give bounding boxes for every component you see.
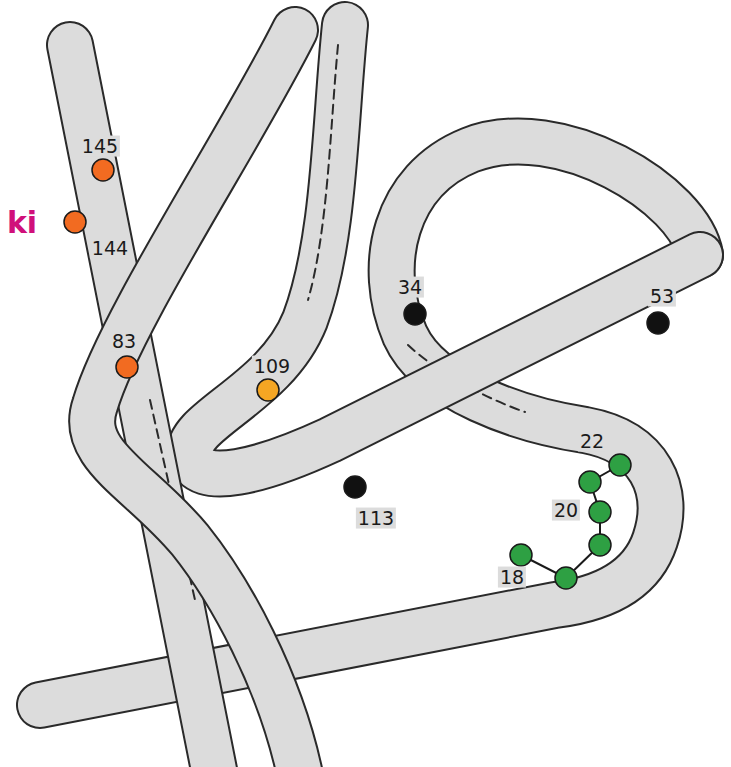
residue-dot — [257, 379, 279, 401]
cropped-caption: ki — [5, 206, 39, 239]
residue-dot — [589, 534, 611, 556]
residue-number: 144 — [90, 238, 130, 259]
residue-number: 20 — [552, 500, 580, 521]
residue-dot — [589, 501, 611, 523]
residue-number: 109 — [252, 356, 292, 377]
residue-dot — [579, 471, 601, 493]
residue-dot — [116, 356, 138, 378]
residue-dot — [64, 211, 86, 233]
residue-number: 53 — [648, 286, 676, 307]
residue-dot — [92, 159, 114, 181]
residue-number: 113 — [356, 508, 396, 529]
residue-number: 145 — [80, 136, 120, 157]
residue-number: 18 — [498, 567, 526, 588]
residue-dot — [555, 567, 577, 589]
residue-chain — [521, 465, 620, 578]
hidden-backbone — [308, 45, 338, 300]
residue-dot — [344, 476, 366, 498]
residue-dot — [609, 454, 631, 476]
residue-dot — [510, 544, 532, 566]
ribbon-segment — [92, 30, 300, 767]
residue-dot — [647, 312, 669, 334]
residue-dot — [404, 303, 426, 325]
residue-number: 34 — [396, 277, 424, 298]
residue-number: 83 — [110, 331, 138, 352]
residue-number: 22 — [578, 431, 606, 452]
